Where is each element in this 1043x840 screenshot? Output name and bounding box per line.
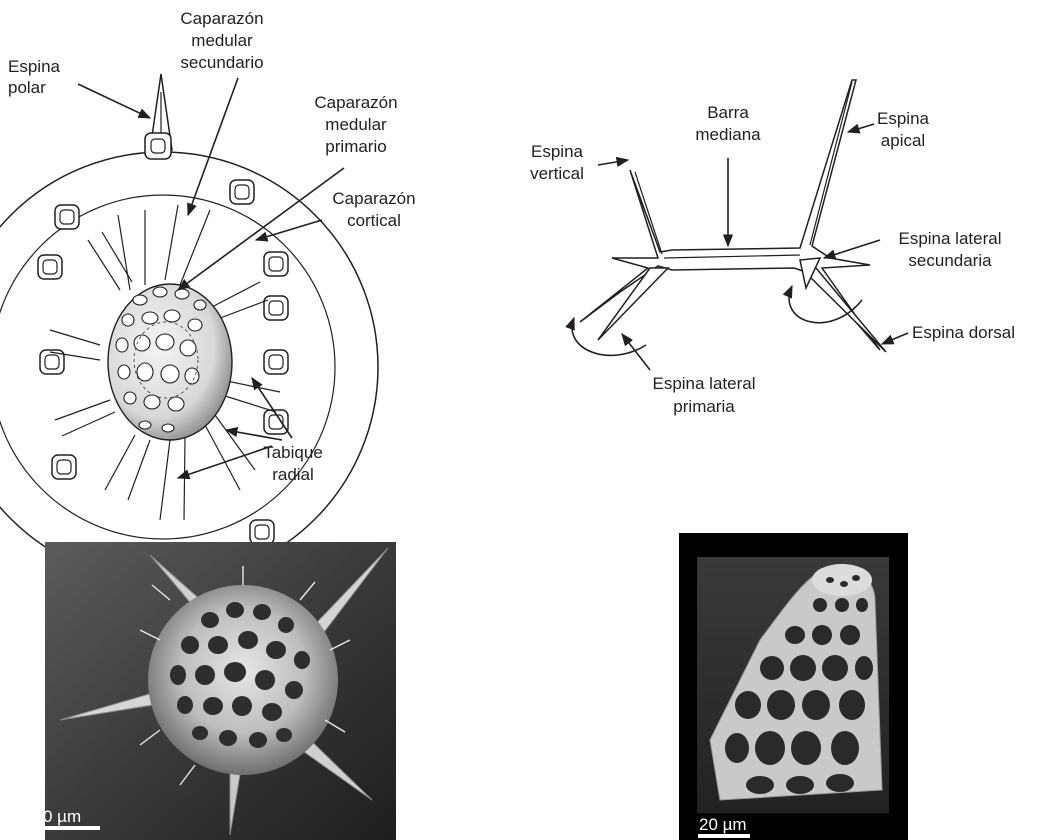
label-espina-dorsal: Espina dorsal [912, 323, 1015, 342]
arrow-espina-dorsal [882, 333, 908, 344]
lateral-primary-spine [598, 268, 668, 340]
vertical-spine [635, 172, 662, 254]
arrow-espina-apical [848, 124, 874, 132]
apical-spine [810, 82, 852, 245]
primary-medullary-shell [108, 284, 232, 440]
svg-text:Espina dorsal: Espina dorsal [912, 323, 1015, 342]
arrow-espina-vertical [598, 160, 628, 165]
dorsal-spine [805, 268, 886, 352]
sem-photo-left: 0 µm [43, 542, 396, 840]
arrow-espina-lateral-secundaria [824, 240, 880, 258]
scale-label-right: 20 µm [699, 815, 747, 834]
scale-label-left: 0 µm [43, 807, 81, 826]
arrow-espina-lateral-primaria [622, 334, 650, 370]
sem-photo-right: 20 µm [679, 533, 908, 840]
arrow-espina-polar [78, 84, 150, 118]
